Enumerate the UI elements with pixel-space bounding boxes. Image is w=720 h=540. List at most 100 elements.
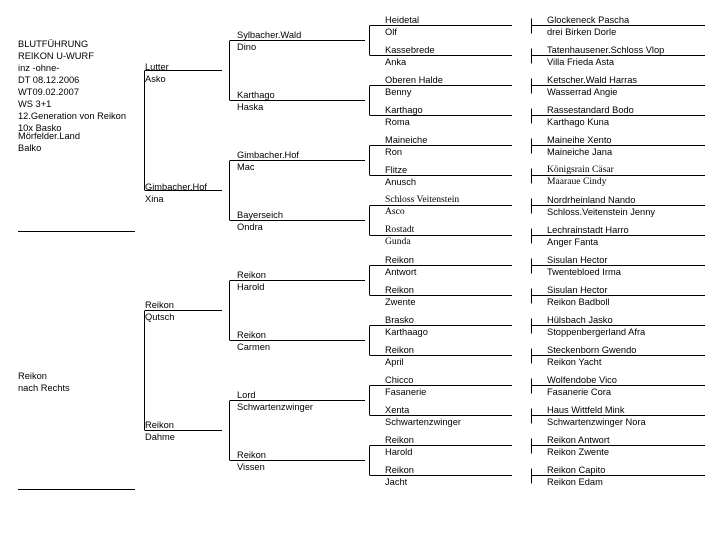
entry-name-line-1: Reikon	[145, 300, 174, 310]
entry-name-line-1: Hülsbach Jasko	[547, 315, 613, 325]
entry-name-line-2: Schwartenzwinger	[385, 417, 461, 427]
entry-name-line-2: Maaraue Cindy	[547, 176, 607, 187]
entry-name-line-1: Reikon	[237, 270, 266, 280]
entry-name-line-2: Fasanerie	[385, 387, 427, 397]
entry-name-line-1: Reikon	[237, 450, 266, 460]
entry-name-line-1: Glockeneck Pascha	[547, 15, 630, 25]
entry-name-line-2: Antwort	[385, 267, 417, 277]
entry-name-line-1: Karthago	[237, 90, 275, 100]
entry-name-line-2: Roma	[385, 117, 410, 127]
entry-name-line-1: Gimbacher.Hof	[145, 182, 208, 192]
entry-name-line-1: Mörfelder.Land	[18, 131, 81, 141]
entry-name-line-2: Mac	[237, 162, 255, 172]
entry-name-line-1: Karthago	[385, 105, 423, 115]
entry-name-line-2: Haska	[237, 102, 264, 112]
entry-name-line-1: Xenta	[385, 405, 410, 415]
entry-name-line-1: Haus Wittfeld Mink	[547, 405, 625, 415]
entry-name-line-2: Ron	[385, 147, 403, 157]
entry-name-line-2: Schloss.Veitenstein Jenny	[547, 207, 656, 217]
entry-name-line-1: Chicco	[385, 375, 414, 385]
entry-name-line-1: Maineihe Xento	[547, 135, 612, 145]
entry-name-line-2: Schwartenzwinger Nora	[547, 417, 646, 427]
entry-name-line-1: Reikon	[385, 465, 414, 475]
entry-name-line-1: Reikon	[145, 420, 174, 430]
entry-name-line-2: Reikon Edam	[547, 477, 603, 487]
pedigree-header: BLUTFÜHRUNG REIKON U-WURF inz -ohne- DT …	[18, 38, 126, 134]
header-line: REIKON U-WURF	[18, 51, 94, 61]
entry-name-line-1: Heidetal	[385, 15, 420, 25]
entry-name-line-1: Reikon	[385, 345, 414, 355]
header-line: DT 08.12.2006	[18, 75, 80, 85]
entry-name-line-2: Jacht	[385, 477, 408, 487]
entry-name-line-2: Karthago Kuna	[547, 117, 610, 127]
entry-name-line-1: Lutter	[145, 62, 169, 72]
pedigree-entry-gen1: Reikon nach Rechts	[18, 370, 70, 394]
entry-name-line-1: Reikon	[237, 330, 266, 340]
entry-name-line-2: Maineiche Jana	[547, 147, 613, 157]
entry-name-line-2: Karthaago	[385, 327, 428, 337]
entry-name-line-2: Vissen	[237, 462, 265, 472]
entry-name-line-1: Königsrain Cäsar	[547, 164, 614, 175]
header-line: 12.Generation von Reikon	[18, 111, 127, 121]
entry-name-line-1: Reikon Antwort	[547, 435, 610, 445]
entry-name-line-1: Nordrheinland Nando	[547, 195, 636, 205]
entry-name-line-1: Oberen Halde	[385, 75, 443, 85]
entry-name-line-1: Ketscher.Wald Harras	[547, 75, 638, 85]
entry-name-line-1: Sisulan Hector	[547, 255, 608, 265]
entry-name-line-2: Reikon Yacht	[547, 357, 602, 367]
entry-name-line-2: Zwente	[385, 297, 416, 307]
entry-name-line-2: Harold	[237, 282, 265, 292]
entry-name-line-1: Reikon	[18, 371, 47, 381]
entry-name-line-2: Anusch	[385, 177, 417, 187]
entry-name-line-2: nach Rechts	[18, 383, 70, 393]
entry-name-line-1: Kassebrede	[385, 45, 435, 55]
entry-name-line-2: Qutsch	[145, 312, 175, 322]
header-line: inz -ohne-	[18, 63, 60, 73]
entry-name-line-1: Brasko	[385, 315, 414, 325]
entry-name-line-1: Sisulan Hector	[547, 285, 608, 295]
header-line: WS 3+1	[18, 99, 52, 109]
header-line: BLUTFÜHRUNG	[18, 39, 89, 49]
entry-name-line-2: Fasanerie Cora	[547, 387, 612, 397]
entry-name-line-1: Rassestandard Bodo	[547, 105, 634, 115]
entry-name-line-2: Reikon Badboll	[547, 297, 610, 307]
entry-name-line-1: Reikon	[385, 435, 414, 445]
entry-name-line-2: Asko	[145, 74, 166, 84]
entry-name-line-2: Xina	[145, 194, 164, 204]
entry-name-line-2: Asco	[385, 206, 405, 217]
